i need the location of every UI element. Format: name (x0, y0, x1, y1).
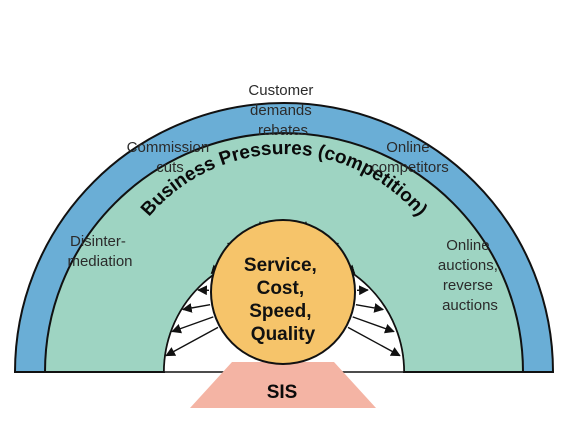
core-line: Service, (244, 255, 317, 276)
radial-arrow (347, 326, 401, 357)
pressure-customer-demands-rebates: Customer demands rebates (248, 82, 317, 139)
radial-arrow (165, 326, 219, 357)
radial-arrow (181, 303, 211, 313)
pressure-disintermediation: Disinter- mediation (67, 233, 132, 270)
sis-base (190, 362, 376, 408)
core-line: Quality (251, 324, 316, 345)
radial-arrow (355, 303, 385, 313)
pressure-commission-cuts: Commission cuts (127, 139, 214, 176)
sis-label: SIS (267, 382, 298, 403)
pressure-online-competitors: Online competitors (371, 139, 449, 176)
core-label: Service, Cost, Speed, Quality (244, 255, 322, 345)
pressure-online-auctions: Online auctions, reverse auctions (438, 237, 502, 314)
core-line: Cost, (257, 278, 305, 299)
radial-arrow (171, 316, 214, 334)
core-circle (210, 219, 356, 365)
core-line: Speed, (249, 301, 311, 322)
radial-arrow (352, 316, 395, 334)
